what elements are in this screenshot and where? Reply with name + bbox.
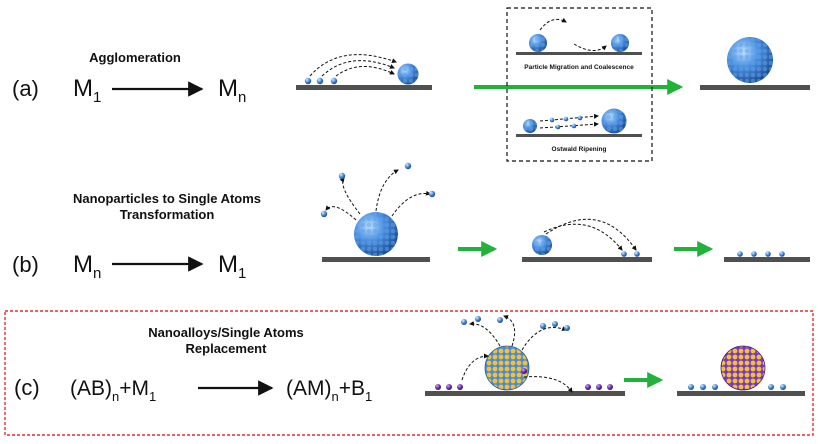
migration-path xyxy=(545,218,637,251)
atom xyxy=(497,317,503,323)
emission-path xyxy=(469,321,501,347)
alloy-nanoparticle xyxy=(485,346,529,390)
atom xyxy=(304,77,312,85)
row-b-equation-rhs: M1 xyxy=(218,251,246,282)
row-a-equation-rhs: Mn xyxy=(218,75,246,106)
row-c-equation-lhs: (AB)n+M1 xyxy=(70,377,156,404)
highlight-box xyxy=(4,310,814,436)
atom xyxy=(446,384,452,390)
atom xyxy=(461,319,467,325)
mechanism-inset-box xyxy=(506,7,653,162)
atom xyxy=(435,384,441,390)
row-b-title-line2: Transformation xyxy=(120,207,215,222)
row-a-label: (a) xyxy=(12,76,39,101)
migration-path xyxy=(573,43,607,51)
emission-path xyxy=(521,326,567,351)
migration-path xyxy=(539,17,567,31)
atom xyxy=(330,77,338,85)
substrate xyxy=(700,85,810,90)
row-b: (b) Nanoparticles to Single Atoms Transf… xyxy=(12,162,810,282)
atom xyxy=(634,251,640,257)
emission-path xyxy=(325,205,357,221)
row-b-title-line1: Nanoparticles to Single Atoms xyxy=(73,191,261,206)
atom xyxy=(563,116,569,122)
atom xyxy=(564,325,570,331)
atom xyxy=(552,321,558,327)
row-c: (c) Nanoalloys/Single Atoms Replacement … xyxy=(4,310,814,436)
atom xyxy=(571,123,577,129)
migration-path xyxy=(335,65,395,77)
row-a: (a) Agglomeration M1 Mn Particle Migrati… xyxy=(12,7,810,162)
atom xyxy=(549,117,555,123)
inset-bottom-caption: Ostwald Ripening xyxy=(552,146,607,153)
migration-path xyxy=(309,54,397,77)
substrate xyxy=(516,134,642,137)
atom xyxy=(585,384,591,390)
row-a-title: Agglomeration xyxy=(89,50,181,65)
row-c-equation-rhs: (AM)n+B1 xyxy=(286,377,372,404)
atom xyxy=(521,368,527,374)
atom xyxy=(475,316,481,322)
atom xyxy=(780,384,786,390)
emission-path xyxy=(503,315,516,347)
atom xyxy=(768,384,774,390)
substrate xyxy=(522,257,652,262)
emission-path xyxy=(375,169,399,212)
atom xyxy=(404,162,412,170)
atom xyxy=(577,115,583,121)
atom xyxy=(737,251,743,257)
atom xyxy=(316,77,324,85)
atom xyxy=(712,384,718,390)
row-b-label: (b) xyxy=(12,252,39,277)
row-a-equation-lhs: M1 xyxy=(73,75,101,106)
substrate xyxy=(296,85,432,90)
row-b-equation-lhs: Mn xyxy=(73,251,101,282)
migration-path xyxy=(543,223,623,251)
replacement-path xyxy=(523,376,573,393)
atom xyxy=(338,172,346,180)
atom xyxy=(555,124,561,130)
atom xyxy=(779,251,785,257)
atom xyxy=(700,384,706,390)
inset-top-caption: Particle Migration and Coalescence xyxy=(524,64,634,71)
atom xyxy=(320,210,328,218)
atom xyxy=(540,323,546,329)
atom xyxy=(688,384,694,390)
atom xyxy=(621,251,627,257)
emission-path xyxy=(391,190,431,217)
substrate xyxy=(516,52,642,55)
substrate xyxy=(425,391,625,396)
replacement-path xyxy=(461,353,489,381)
atom xyxy=(596,384,602,390)
atom xyxy=(607,384,613,390)
substrate xyxy=(677,391,805,396)
substrate xyxy=(322,257,430,262)
row-c-title-line1: Nanoalloys/Single Atoms xyxy=(148,325,304,340)
row-c-label: (c) xyxy=(14,375,40,400)
atom xyxy=(457,384,463,390)
row-c-title-line2: Replacement xyxy=(186,341,268,356)
emission-path xyxy=(339,177,361,215)
atom xyxy=(428,190,436,198)
atom xyxy=(751,251,757,257)
migration-path xyxy=(321,60,395,77)
substrate xyxy=(724,257,810,262)
atom xyxy=(765,251,771,257)
alloy-nanoparticle xyxy=(721,346,765,390)
